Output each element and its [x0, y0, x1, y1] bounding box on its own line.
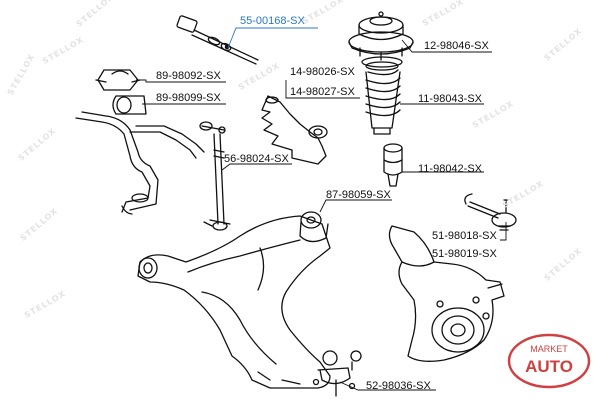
logo-text-bottom: AUTO — [525, 357, 573, 376]
tie-rod-end-part — [464, 193, 517, 231]
leader-line — [401, 39, 492, 53]
part-label-arm-bushing[interactable]: 87-98059-SX — [326, 189, 391, 201]
part-label-rack-boot-a[interactable]: 14-98026-SX — [290, 66, 355, 78]
part-label-stab-bushing-a[interactable]: 89-98092-SX — [156, 70, 221, 82]
part-label-tie-rod-end-a[interactable]: 51-98018-SX — [432, 230, 497, 242]
bump-stop-part — [383, 143, 403, 187]
part-label-tie-rod-end-b[interactable]: 51-98019-SX — [432, 248, 497, 260]
tie-rod-part — [176, 15, 259, 65]
leader-line — [136, 79, 226, 83]
stabilizer-bar-part — [75, 111, 205, 215]
stab-bushing-part — [95, 69, 147, 115]
part-label-tie-rod[interactable]: 55-00168-SX — [240, 15, 305, 27]
leader-line — [339, 381, 436, 391]
logo-text-top: MARKET — [530, 344, 568, 354]
part-label-rack-boot-b[interactable]: 14-98027-SX — [290, 86, 355, 98]
leader-line — [221, 163, 292, 171]
leader-line — [227, 27, 318, 49]
part-label-stab-link[interactable]: 56-98024-SX — [224, 153, 289, 165]
steering-knuckle-part — [388, 225, 505, 362]
arm-bushing-part — [299, 211, 329, 243]
strut-boot-part — [361, 56, 403, 135]
part-label-strut-mount[interactable]: 12-98046-SX — [424, 40, 489, 52]
market-auto-logo: MARKET AUTO — [507, 333, 591, 389]
stab-link-part — [199, 121, 231, 231]
lower-control-arm-part — [137, 215, 331, 389]
leader-line — [319, 199, 392, 213]
leader-line — [500, 222, 507, 241]
strut-mount-part — [348, 11, 414, 61]
leader-line — [285, 80, 360, 99]
part-label-strut-boot[interactable]: 11-98043-SX — [418, 93, 483, 105]
ball-joint-part — [312, 350, 362, 397]
part-label-ball-joint[interactable]: 52-98036-SX — [366, 380, 431, 392]
part-label-stab-bushing-b[interactable]: 89-98099-SX — [156, 92, 221, 104]
part-label-bump-stop[interactable]: 11-98042-SX — [418, 163, 483, 175]
rack-boot-part — [261, 95, 328, 165]
